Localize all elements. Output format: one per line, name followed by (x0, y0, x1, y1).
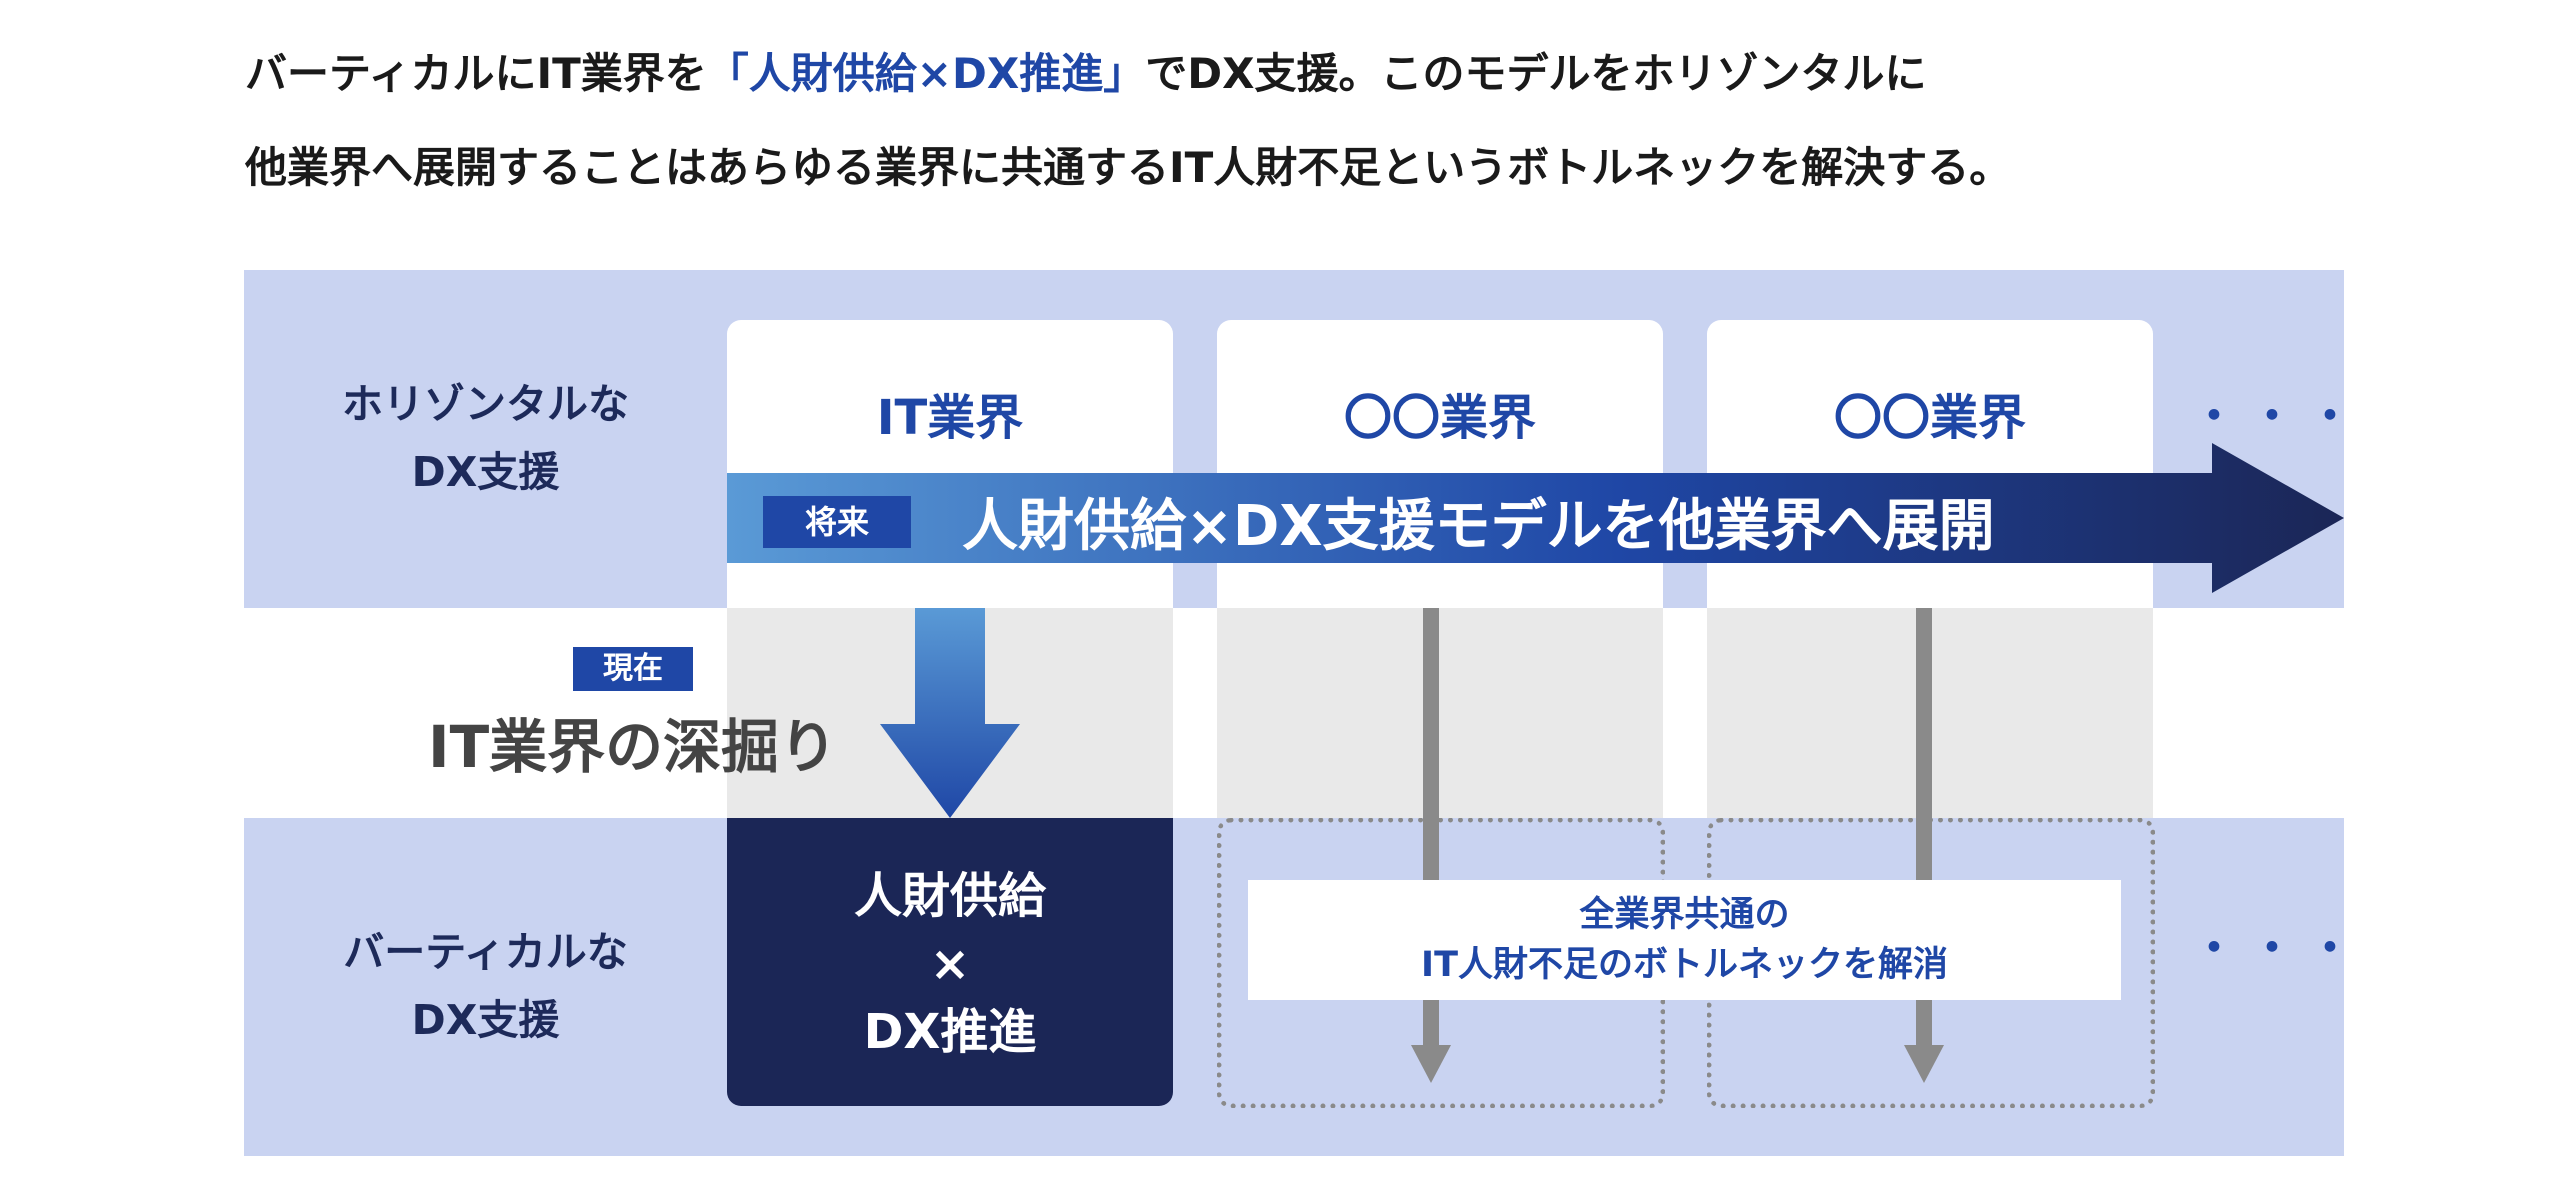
ellipsis-bottom: ・・・ (2192, 923, 2366, 974)
intro-line-1-suffix: でDX支援。このモデルをホリゾンタルに (1145, 49, 1927, 98)
intro-line-1-prefix: バーティカルにIT業界を (245, 49, 707, 98)
column-mid-industry-1 (1217, 608, 1663, 818)
intro-highlight: 「人財供給×DX推進」 (706, 49, 1146, 98)
intro-line-2: 他業界へ展開することはあらゆる業界に共通するIT人財不足というボトルネックを解決… (245, 143, 2012, 192)
it-box-line-1: 人財供給 (853, 868, 1046, 924)
row-label-horizontal: ホリゾンタルな DX支援 (244, 370, 727, 506)
arrowhead-industry-2 (1904, 1045, 1944, 1083)
column-heading-industry-2: 〇〇業界 (1833, 390, 2026, 446)
row-label-vertical-line-2: DX支援 (411, 996, 560, 1044)
arrowhead-industry-1 (1411, 1045, 1451, 1083)
it-box-line-3: DX推進 (863, 1004, 1037, 1060)
row-label-horizontal-line-2: DX支援 (411, 448, 560, 496)
ellipsis-top: ・・・ (2192, 391, 2366, 442)
it-supply-dx-box: 人財供給 × DX推進 (727, 818, 1173, 1106)
it-box-line-2: × (929, 936, 971, 992)
common-bottleneck-line-2: IT人財不足のボトルネックを解消 (1421, 945, 1948, 985)
common-bottleneck-line-1: 全業界共通の (1579, 895, 1790, 935)
intro-line-1: バーティカルにIT業界を「人財供給×DX推進」でDX支援。このモデルをホリゾンタ… (245, 44, 1926, 104)
row-label-vertical-line-1: バーティカルな (343, 928, 628, 976)
column-heading-industry-1: 〇〇業界 (1343, 390, 1536, 446)
row-label-vertical: バーティカルな DX支援 (244, 918, 727, 1054)
common-bottleneck-box: 全業界共通の IT人財不足のボトルネックを解消 (1248, 880, 2121, 1000)
present-label: IT業界の深掘り (428, 713, 838, 781)
present-tag: 現在 (573, 647, 693, 691)
future-tag: 将来 (763, 496, 911, 548)
row-label-horizontal-line-1: ホリゾンタルな (342, 380, 629, 428)
future-arrow (727, 443, 2344, 593)
present-down-arrow (880, 608, 1020, 818)
column-heading-it: IT業界 (876, 390, 1024, 446)
future-arrow-text: 人財供給×DX支援モデルを他業界へ展開 (962, 494, 1995, 559)
